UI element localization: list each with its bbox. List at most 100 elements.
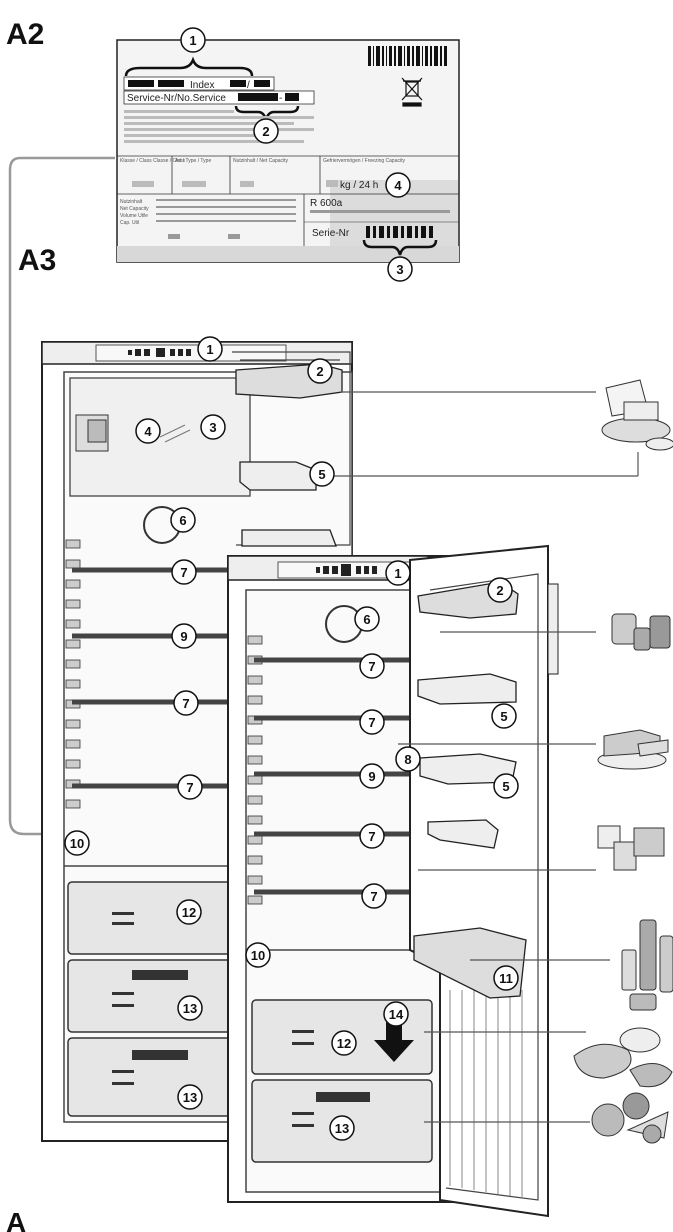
svg-text:12: 12 (182, 905, 196, 920)
section-label-a2: A2 (6, 18, 44, 51)
svg-text:4: 4 (144, 424, 152, 439)
plate-header-col: Art / Type / Type (175, 158, 211, 164)
svg-text:13: 13 (183, 1001, 197, 1016)
svg-text:9: 9 (368, 769, 375, 784)
svg-text:9: 9 (180, 629, 187, 644)
callout-8: 8 (395, 746, 421, 772)
leader-lines (322, 391, 639, 1123)
plate-header-col: Klasse / Class Classe / Class (120, 158, 186, 164)
plate-header-col: Gefriervermögen / Freezing Capacity (323, 158, 405, 164)
brace-1 (124, 56, 254, 77)
svg-text:6: 6 (179, 513, 186, 528)
plate-service-text: Service-Nr/No.Service (127, 93, 226, 104)
callout-2: 2 (487, 577, 513, 603)
plate-serial-text: Serie-Nr (312, 228, 350, 239)
callout-12: 12 (176, 899, 202, 925)
callout-7: 7 (359, 709, 385, 735)
food-cake-icon (597, 729, 669, 770)
drawers-left (67, 881, 237, 1117)
callout-5: 5 (491, 703, 517, 729)
plate-row-label: Nutzinhalt (120, 199, 143, 205)
drawer-arrow-down (374, 1022, 414, 1062)
control-panel-right (316, 564, 377, 576)
svg-text:7: 7 (368, 715, 375, 730)
svg-text:1: 1 (189, 33, 196, 48)
svg-text:7: 7 (186, 780, 193, 795)
svg-text:13: 13 (335, 1121, 349, 1136)
plate-index-text: Index (190, 80, 214, 91)
shelves-right (254, 657, 428, 895)
callout-7: 7 (359, 823, 385, 849)
callout-10: 10 (64, 830, 90, 856)
plate-callout-3: 3 (387, 256, 413, 282)
callout-3: 3 (200, 414, 226, 440)
svg-text:5: 5 (500, 709, 507, 724)
plate-callout-2: 2 (253, 118, 279, 144)
food-dairy-icon (597, 825, 665, 871)
callout-13: 13 (177, 1084, 203, 1110)
callout-10: 10 (245, 942, 271, 968)
callout-2: 2 (307, 358, 333, 384)
food-jars-icon (611, 613, 671, 651)
food-bottles-icon (621, 919, 673, 1011)
svg-text:4: 4 (394, 178, 402, 193)
svg-text:10: 10 (70, 836, 84, 851)
plate-rating-text: R 600a (310, 198, 343, 209)
svg-text:/: / (247, 80, 250, 91)
brace-3 (362, 239, 438, 256)
plate-capacity-unit: kg / 24 h (340, 180, 378, 191)
svg-text:5: 5 (318, 467, 325, 482)
callout-14: 14 (383, 1001, 409, 1027)
section-label-a: A (6, 1207, 26, 1232)
callout-4: 4 (135, 418, 161, 444)
barcode-serial (366, 226, 433, 238)
svg-text:3: 3 (396, 262, 403, 277)
callout-6: 6 (354, 606, 380, 632)
plate-row-label: Net Capacity (120, 206, 149, 212)
callout-5: 5 (493, 773, 519, 799)
svg-text:2: 2 (316, 364, 323, 379)
plate-callout-1: 1 (180, 27, 206, 53)
svg-text:14: 14 (389, 1007, 404, 1022)
shelves-left (72, 567, 232, 789)
callout-13: 13 (177, 995, 203, 1021)
callout-1: 1 (197, 336, 223, 362)
connector-line-plate (8, 156, 115, 836)
fridge-right (227, 544, 559, 1218)
plate-header-col: Nutzinhalt / Net Capacity (233, 158, 289, 164)
callout-9: 9 (171, 623, 197, 649)
callout-6: 6 (170, 507, 196, 533)
callout-7: 7 (359, 653, 385, 679)
svg-text:7: 7 (370, 889, 377, 904)
plate-callout-4: 4 (385, 172, 411, 198)
plate-row-label: Volume Utile (120, 213, 148, 219)
food-meat-icon (573, 1027, 673, 1088)
svg-text:7: 7 (182, 696, 189, 711)
rating-plate: Index / Service-Nr/No.Service - Klasse /… (116, 39, 460, 263)
plate-row-label: Cap. Util (120, 220, 139, 226)
svg-text:10: 10 (251, 948, 265, 963)
svg-text:2: 2 (262, 124, 269, 139)
callout-9: 9 (359, 763, 385, 789)
svg-text:5: 5 (502, 779, 509, 794)
svg-text:-: - (279, 93, 282, 104)
svg-text:11: 11 (499, 971, 513, 986)
svg-text:7: 7 (368, 659, 375, 674)
svg-text:1: 1 (394, 566, 401, 581)
svg-text:3: 3 (209, 420, 216, 435)
control-panel-left (128, 348, 191, 357)
callout-7: 7 (173, 690, 199, 716)
section-label-a3: A3 (18, 244, 56, 277)
svg-text:7: 7 (180, 565, 187, 580)
callout-1: 1 (385, 560, 411, 586)
callout-7: 7 (171, 559, 197, 585)
svg-text:8: 8 (404, 752, 411, 767)
weee-bin-icon (401, 77, 423, 107)
svg-text:12: 12 (337, 1036, 351, 1051)
svg-text:1: 1 (206, 342, 213, 357)
food-vegetables-icon (591, 1092, 669, 1144)
svg-text:2: 2 (496, 583, 503, 598)
